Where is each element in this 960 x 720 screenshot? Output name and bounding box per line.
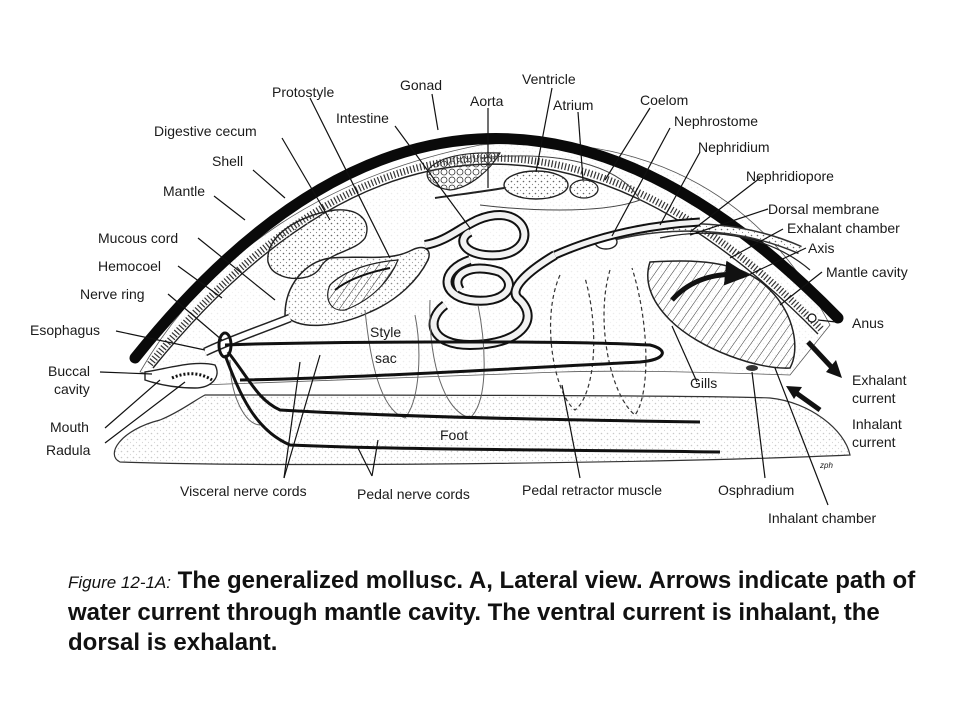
- figure-caption: Figure 12-1A: The generalized mollusc. A…: [68, 566, 928, 658]
- gill-axis: [670, 260, 750, 302]
- artist-signature: zph: [819, 461, 833, 470]
- label-mucous-cord: Mucous cord: [98, 230, 178, 246]
- leader-lines: [99, 87, 837, 506]
- label-nerve-ring: Nerve ring: [80, 286, 145, 302]
- label-style: Style: [370, 324, 401, 340]
- label-mantle: Mantle: [163, 183, 205, 199]
- coelom: [479, 155, 641, 211]
- aorta: [434, 187, 505, 199]
- gonad: [426, 152, 502, 191]
- shell: [129, 133, 844, 364]
- inhalant-current-arrow: [786, 386, 822, 413]
- label-visceral-nerve-cords: Visceral nerve cords: [180, 483, 307, 499]
- radula: [171, 372, 213, 382]
- digestive-cecum: [267, 209, 368, 280]
- label-coelom: Coelom: [640, 92, 688, 108]
- label-nephridium: Nephridium: [698, 139, 770, 155]
- label-aorta: Aorta: [470, 93, 504, 109]
- label-osphradium: Osphradium: [718, 482, 794, 498]
- label-hemocoel: Hemocoel: [98, 258, 161, 274]
- label-exhalant-chamber: Exhalant chamber: [787, 220, 900, 236]
- mollusc-diagram: Protostyle Gonad Ventricle Aorta Atrium …: [30, 71, 908, 526]
- exhalant-current-arrow: [806, 340, 842, 378]
- pedal-nerve-cord: [223, 354, 721, 454]
- label-ventricle: Ventricle: [522, 71, 576, 87]
- label-inhalant-current-2: current: [852, 434, 896, 450]
- label-gills: Gills: [690, 375, 717, 391]
- label-inhalant-current-1: Inhalant: [852, 416, 902, 432]
- label-buccal-cavity-2: cavity: [54, 381, 90, 397]
- pedal-retractor-muscle: [550, 267, 647, 416]
- label-nephrostome: Nephrostome: [674, 113, 758, 129]
- label-shell: Shell: [212, 153, 243, 169]
- label-inhalant-chamber: Inhalant chamber: [768, 510, 877, 526]
- anus: [807, 313, 817, 323]
- label-anus: Anus: [852, 315, 884, 331]
- osphradium: [746, 365, 758, 371]
- label-mantle-cavity: Mantle cavity: [826, 264, 908, 280]
- label-esophagus: Esophagus: [30, 322, 100, 338]
- label-nephridiopore: Nephridiopore: [746, 168, 834, 184]
- caption-text: The generalized mollusc. A, Lateral view…: [68, 567, 916, 656]
- label-axis: Axis: [808, 240, 834, 256]
- visceral-nerve-cord-1: [224, 340, 664, 382]
- label-atrium: Atrium: [553, 97, 593, 113]
- label-dorsal-membrane: Dorsal membrane: [768, 201, 879, 217]
- atrium: [569, 179, 599, 199]
- style-sac: [327, 259, 399, 311]
- label-mouth: Mouth: [50, 419, 89, 435]
- figure-label: Figure 12-1A:: [68, 573, 171, 592]
- label-intestine: Intestine: [336, 110, 389, 126]
- label-gonad: Gonad: [400, 77, 442, 93]
- ventricle: [503, 170, 569, 200]
- label-sac: sac: [375, 350, 397, 366]
- label-buccal-cavity-1: Buccal: [48, 363, 90, 379]
- label-pedal-nerve-cords: Pedal nerve cords: [357, 486, 470, 502]
- visceral-nerve-cord-2: [226, 351, 701, 424]
- dorsal-membrane: [659, 232, 811, 271]
- label-pedal-retractor-muscle: Pedal retractor muscle: [522, 482, 662, 498]
- label-exhalant-current-2: current: [852, 390, 896, 406]
- intestine: [423, 209, 701, 351]
- label-exhalant-current-1: Exhalant: [852, 372, 907, 388]
- protostyle: [334, 267, 391, 291]
- foot: [113, 394, 851, 466]
- label-digestive-cecum: Digestive cecum: [154, 123, 257, 139]
- label-foot: Foot: [440, 427, 468, 443]
- label-protostyle: Protostyle: [272, 84, 334, 100]
- label-radula: Radula: [46, 442, 91, 458]
